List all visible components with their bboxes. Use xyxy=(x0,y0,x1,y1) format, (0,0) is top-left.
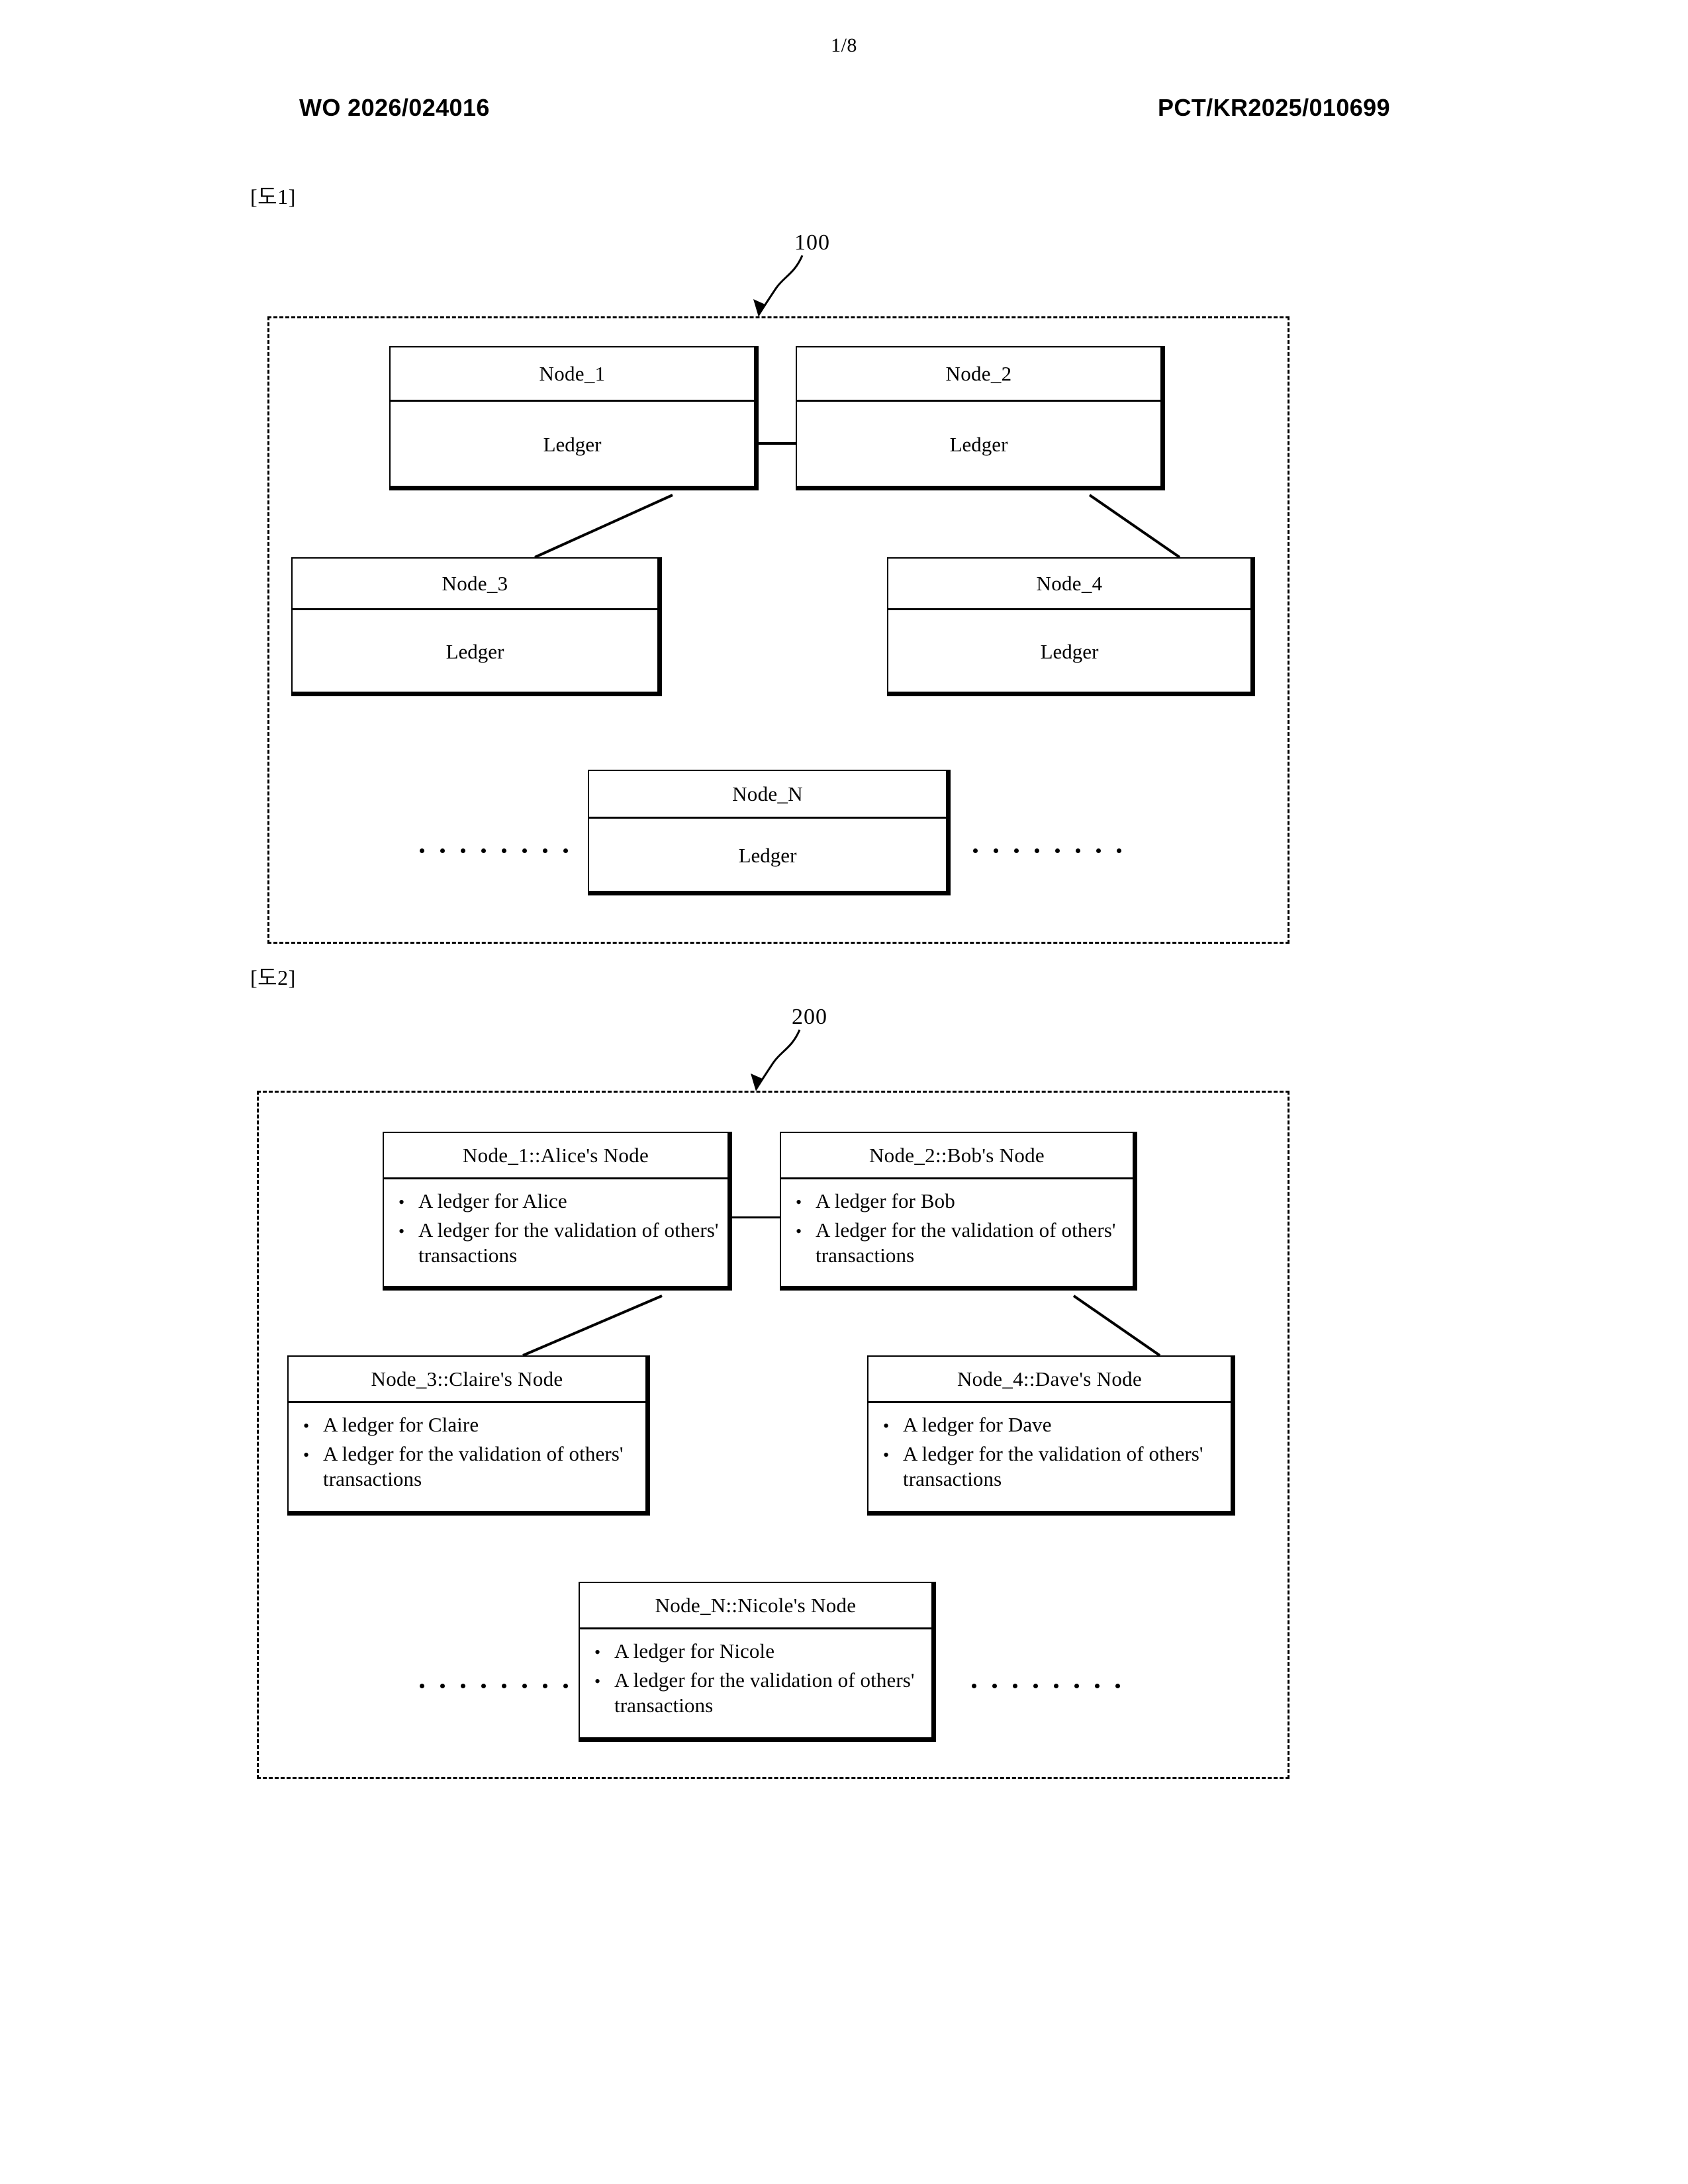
ellipsis-dot xyxy=(440,1684,445,1688)
ledger-bullet: A ledger for Dave xyxy=(883,1412,1231,1437)
ellipsis-dot xyxy=(522,848,527,853)
ellipsis-dot xyxy=(522,1684,527,1688)
ellipsis-dot xyxy=(1095,1684,1100,1688)
ellipsis-dot xyxy=(1055,848,1060,853)
ellipsis-dot xyxy=(1033,1684,1038,1688)
node-box-node-4[interactable]: Node_4 Ledger xyxy=(887,557,1255,696)
ellipsis-dot xyxy=(1076,848,1080,853)
ledger-bullet: A ledger for the validation of others' t… xyxy=(594,1668,931,1718)
node-ledger-label: Ledger xyxy=(738,843,797,867)
page-number: 1/8 xyxy=(831,34,857,56)
ellipsis-dot xyxy=(972,1684,976,1688)
ellipsis-dot xyxy=(543,1684,547,1688)
ellipsis-dots-right xyxy=(973,848,1121,853)
ellipsis-dot xyxy=(992,1684,997,1688)
reference-numeral-200: 200 xyxy=(792,1005,827,1029)
node-title: Node_N xyxy=(589,771,946,819)
ledger-bullet: A ledger for the validation of others' t… xyxy=(796,1218,1133,1268)
ellipsis-dot xyxy=(1035,848,1039,853)
ledger-bullet: A ledger for the validation of others' t… xyxy=(303,1441,645,1492)
leader-line-200-icon xyxy=(751,1029,801,1091)
node-box-alice[interactable]: Node_1::Alice's Node A ledger for Alice … xyxy=(383,1132,732,1291)
ellipsis-dot xyxy=(543,848,547,853)
ellipsis-dot xyxy=(502,1684,506,1688)
figure-2-label: [도2] xyxy=(250,966,296,989)
ellipsis-dots-right xyxy=(972,1684,1120,1688)
node-box-claire[interactable]: Node_3::Claire's Node A ledger for Clair… xyxy=(287,1355,650,1516)
ellipsis-dot xyxy=(563,848,568,853)
ledger-bullet: A ledger for the validation of others' t… xyxy=(883,1441,1231,1492)
node-title: Node_N::Nicole's Node xyxy=(580,1583,931,1629)
ellipsis-dot xyxy=(563,1684,568,1688)
node-ledger-label: Ledger xyxy=(543,432,602,456)
ellipsis-dot xyxy=(420,1684,424,1688)
ellipsis-dot xyxy=(1115,1684,1120,1688)
node-title: Node_1 xyxy=(391,347,754,402)
node-ledger-label: Ledger xyxy=(445,639,504,663)
ellipsis-dot xyxy=(973,848,978,853)
node-title: Node_2::Bob's Node xyxy=(781,1133,1133,1179)
ellipsis-dot xyxy=(461,1684,465,1688)
ellipsis-dot xyxy=(481,848,486,853)
node-ledger-list: A ledger for Nicole A ledger for the val… xyxy=(580,1629,931,1739)
ellipsis-dot xyxy=(440,848,445,853)
ellipsis-dots-left xyxy=(420,848,568,853)
ellipsis-dot xyxy=(1096,848,1101,853)
node-title: Node_1::Alice's Node xyxy=(384,1133,727,1179)
ellipsis-dot xyxy=(1117,848,1121,853)
application-number: PCT/KR2025/010699 xyxy=(1157,94,1390,121)
ellipsis-dot xyxy=(420,848,424,853)
node-title: Node_4::Dave's Node xyxy=(868,1357,1231,1403)
node-box-dave[interactable]: Node_4::Dave's Node A ledger for Dave A … xyxy=(867,1355,1235,1516)
ledger-bullet: A ledger for Alice xyxy=(399,1189,727,1214)
node-ledger-list: A ledger for Bob A ledger for the valida… xyxy=(781,1179,1133,1287)
ellipsis-dots-left xyxy=(420,1684,568,1688)
figure-2-link-node1-node2 xyxy=(732,1216,782,1218)
node-box-node-3[interactable]: Node_3 Ledger xyxy=(291,557,662,696)
ellipsis-dot xyxy=(481,1684,486,1688)
ellipsis-dot xyxy=(1014,848,1019,853)
node-ledger-list: A ledger for Alice A ledger for the vali… xyxy=(384,1179,727,1287)
node-ledger-label: Ledger xyxy=(949,432,1008,456)
node-title: Node_3 xyxy=(293,559,657,610)
node-box-bob[interactable]: Node_2::Bob's Node A ledger for Bob A le… xyxy=(780,1132,1137,1291)
ledger-bullet: A ledger for the validation of others' t… xyxy=(399,1218,727,1268)
node-box-node-n[interactable]: Node_N Ledger xyxy=(588,770,951,895)
node-box-nicole[interactable]: Node_N::Nicole's Node A ledger for Nicol… xyxy=(579,1582,936,1742)
ledger-bullet: A ledger for Nicole xyxy=(594,1639,931,1664)
figure-1-link-node1-node2 xyxy=(759,442,798,445)
figure-1-label: [도1] xyxy=(250,185,296,208)
ellipsis-dot xyxy=(502,848,506,853)
publication-number: WO 2026/024016 xyxy=(299,94,490,121)
ledger-bullet: A ledger for Claire xyxy=(303,1412,645,1437)
ellipsis-dot xyxy=(461,848,465,853)
node-box-node-1[interactable]: Node_1 Ledger xyxy=(389,346,759,490)
ledger-bullet: A ledger for Bob xyxy=(796,1189,1133,1214)
ellipsis-dot xyxy=(994,848,998,853)
ellipsis-dot xyxy=(1013,1684,1017,1688)
node-ledger-label: Ledger xyxy=(1040,639,1099,663)
ellipsis-dot xyxy=(1074,1684,1079,1688)
node-box-node-2[interactable]: Node_2 Ledger xyxy=(796,346,1165,490)
ellipsis-dot xyxy=(1054,1684,1058,1688)
leader-line-100-icon xyxy=(753,255,804,317)
node-ledger-list: A ledger for Claire A ledger for the val… xyxy=(289,1403,645,1512)
node-title: Node_3::Claire's Node xyxy=(289,1357,645,1403)
node-title: Node_2 xyxy=(797,347,1160,402)
node-ledger-list: A ledger for Dave A ledger for the valid… xyxy=(868,1403,1231,1512)
reference-numeral-100: 100 xyxy=(794,230,830,255)
node-title: Node_4 xyxy=(888,559,1250,610)
